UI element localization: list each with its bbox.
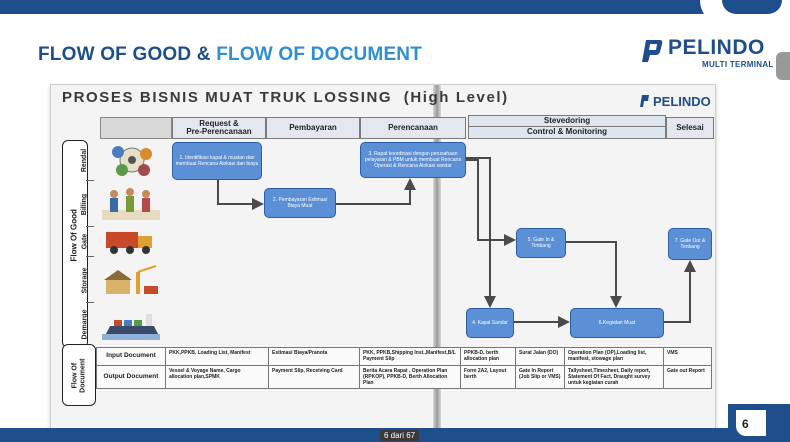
table-cell: Estimasi Biaya/Pranota [268, 347, 360, 366]
lane-divider [86, 256, 94, 257]
billing-illustration [102, 188, 160, 220]
lane-demarge: Demarge [78, 304, 92, 344]
table-cell: Payment Slip, Receiving Card [268, 364, 360, 390]
diagram-logo: PELINDO [640, 94, 711, 109]
phase-perencanaan: Perencanaan [360, 117, 466, 139]
table-cell: Tallysheet,Timesheet, Daily report, Stat… [564, 364, 664, 390]
table-cell: Surat Jalan (DO) [515, 347, 565, 366]
step-3-box: 3. Rapat koordinasi dengan perusahaan pe… [360, 142, 466, 178]
table-cell: VMS [663, 347, 712, 366]
lane-rendal-label: Rendal [81, 148, 89, 172]
storage-illustration [104, 265, 158, 294]
step-1-box: 1. Identifikasi kapal & muatan dan membu… [172, 142, 262, 180]
step-7-box: 7. Gate Out & Timbang [668, 228, 712, 260]
logo-subtitle: MULTI TERMINAL [702, 60, 774, 69]
diagram-title-level: (High Level) [403, 89, 509, 106]
phase-control: Control & Monitoring [468, 126, 666, 139]
top-banner [0, 0, 790, 14]
diagram-title-main: PROSES BISNIS MUAT TRUK LOSSING [62, 89, 393, 106]
step-6-box: 6.Kegiatan Muat [570, 308, 664, 338]
flow-of-document-lane [62, 344, 96, 406]
page-indicator[interactable]: 6 dari 67 [380, 430, 420, 441]
planning-illustration [112, 146, 152, 176]
table-cell: Berita Acara Rapat , Operation Plan (RPK… [359, 364, 461, 390]
flow-of-good-lane [62, 140, 88, 348]
document-table: Input Document PKK,PPKB, Loading List, M… [96, 347, 712, 390]
book-spine [433, 85, 441, 429]
lane-demarge-label: Demarge [81, 309, 89, 339]
table-cell: Gate In Report (Job Slip or VMS) [515, 364, 565, 390]
slide-number: 6 [742, 417, 749, 431]
lane-billing-label: Billing [81, 193, 89, 215]
table-cell: PKK,PPKB, Loading List, Manifest [165, 347, 269, 366]
table-cell: Form 2A2, Layout berth [460, 364, 516, 390]
slide-title: FLOW OF GOOD & FLOW OF DOCUMENT [38, 44, 422, 66]
row-head-input: Input Document [96, 347, 166, 366]
row-head-output: Output Document [96, 364, 166, 390]
phase-selesai: Selesai [666, 117, 714, 139]
truck-illustration [106, 232, 152, 254]
flow-of-document-label: Flow Of Document [71, 358, 86, 393]
pelindo-logo: PELINDO MULTI TERMINAL [640, 36, 790, 72]
slide-number-badge [736, 410, 766, 436]
table-row: Input Document PKK,PPKB, Loading List, M… [96, 347, 712, 366]
lane-gate: Gate [78, 226, 92, 256]
title-flow-of-good: FLOW OF GOOD & [38, 44, 217, 65]
side-scroll-handle[interactable] [776, 52, 790, 80]
phase-request: Request & Pre-Perencanaan [172, 117, 266, 139]
diagram-title: PROSES BISNIS MUAT TRUK LOSSING (High Le… [62, 89, 509, 106]
step-5-box: 5. Gate In & Timbang [516, 228, 566, 258]
title-flow-of-document: FLOW OF DOCUMENT [216, 44, 423, 65]
diagram-logo-icon [640, 95, 649, 107]
phase-blank [100, 117, 172, 139]
phase-pembayaran: Pembayaran [266, 117, 360, 139]
lane-divider [86, 180, 94, 181]
top-banner-tab [722, 0, 782, 14]
lane-divider [86, 226, 94, 227]
bottom-banner [0, 428, 730, 442]
step-4-box: 4. Kapal Sandar [466, 308, 514, 338]
table-cell: Vessel & Voyage Name, Cargo allocation p… [165, 364, 269, 390]
table-cell: PPKB-D, berth allocation plan [460, 347, 516, 366]
step-2-box: 2. Pembayaran Estimasi Biaya Muat [264, 188, 336, 218]
table-row: Output Document Vessel & Voyage Name, Ca… [96, 364, 712, 390]
lane-billing: Billing [78, 182, 92, 226]
lane-divider [86, 302, 94, 303]
lane-gate-label: Gate [81, 233, 89, 249]
table-cell: Operation Plan (OP),Loading list, manife… [564, 347, 664, 366]
ship-illustration [102, 314, 160, 340]
diagram-logo-name: PELINDO [653, 94, 711, 109]
lane-storage: Storage [78, 258, 92, 302]
pelindo-logo-icon [642, 40, 663, 62]
logo-name: PELINDO [668, 36, 765, 59]
table-cell: PKK, PPKB,Shipping Inst.,Manifest,B/L Pa… [359, 347, 461, 366]
lane-rendal: Rendal [78, 140, 92, 180]
table-cell: Gate out Report [663, 364, 712, 390]
lane-storage-label: Storage [81, 266, 89, 294]
